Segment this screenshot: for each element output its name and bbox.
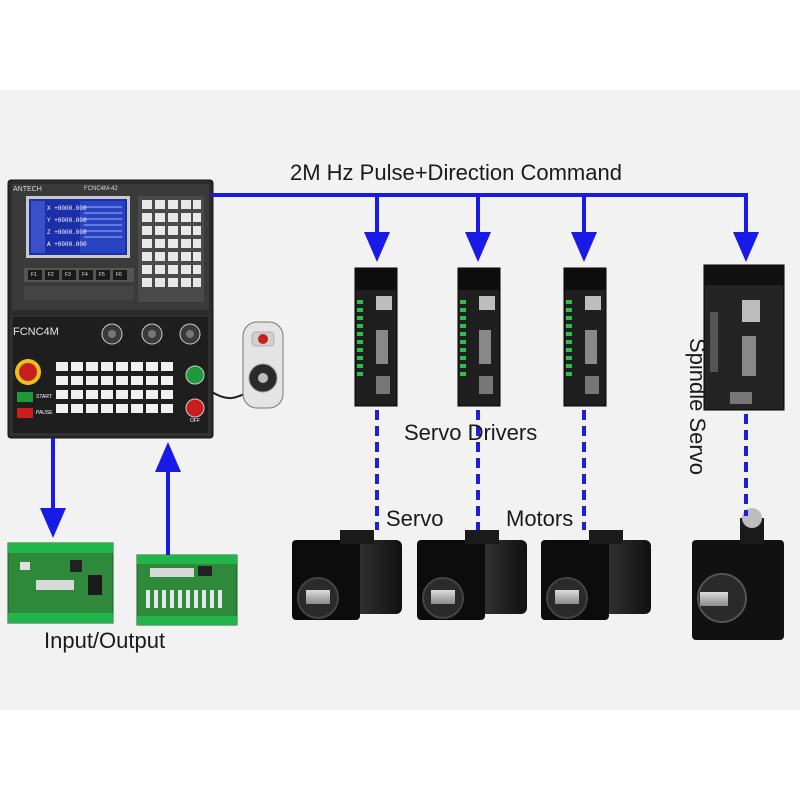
controller-brand: ANTECH <box>13 186 42 193</box>
fkey-label-4: F4 <box>82 272 88 278</box>
motors-label: Motors <box>506 506 574 531</box>
function-key[interactable] <box>45 270 59 280</box>
servo-drivers-label: Servo Drivers <box>404 420 538 445</box>
command-bus <box>211 193 748 238</box>
fkey-label-3: F3 <box>65 272 71 278</box>
screen-row-y: Y +0000.000 <box>47 217 87 224</box>
servo-driver-1 <box>354 267 398 407</box>
screen-row-z: Z +0000.000 <box>47 229 87 236</box>
fkey-label-6: F6 <box>116 272 122 278</box>
function-key[interactable] <box>62 270 76 280</box>
fkey-label-1: F1 <box>31 272 37 278</box>
pendant-stop-button[interactable] <box>258 334 268 344</box>
input-arrow <box>155 442 181 472</box>
spindle-motor <box>692 508 784 640</box>
off-button[interactable] <box>185 398 205 418</box>
handwheel-pendant <box>211 321 284 409</box>
start-label: START <box>36 394 52 400</box>
operator-buttons <box>56 362 173 413</box>
io-arrowheads <box>40 442 181 538</box>
output-board <box>136 554 238 626</box>
command-label: 2M Hz Pulse+Direction Command <box>290 160 622 185</box>
servo-motor-2 <box>417 530 527 620</box>
pause-label: PAUSE <box>36 410 53 416</box>
screen-row-x: X +0000.000 <box>47 205 87 212</box>
function-key[interactable] <box>28 270 42 280</box>
function-key[interactable] <box>113 270 127 280</box>
screen-row-a: A +0000.000 <box>47 241 87 248</box>
cnc-controller <box>7 179 214 439</box>
motor-cables <box>375 410 748 530</box>
fkey-label-5: F5 <box>99 272 105 278</box>
spindle-servo-label: Spindle Servo <box>685 338 710 475</box>
controller-code: FCNC4M-42 <box>84 186 118 192</box>
controller-model: FCNC4M <box>13 326 59 338</box>
servo-driver-3 <box>563 267 607 407</box>
emergency-stop-button[interactable] <box>19 363 37 381</box>
off-label: OFF <box>190 418 200 424</box>
servo-label: Servo <box>386 506 444 531</box>
servo-motor-1 <box>292 530 402 620</box>
pause-button[interactable] <box>17 408 33 418</box>
servo-motor-3 <box>541 530 651 620</box>
input-board <box>7 542 114 624</box>
function-key[interactable] <box>79 270 93 280</box>
function-keys <box>28 270 127 280</box>
keypad <box>138 196 204 302</box>
output-arrow <box>40 508 66 538</box>
servo-driver-2 <box>457 267 501 407</box>
io-signal-lines <box>51 438 170 555</box>
input-output-label: Input/Output <box>44 628 166 653</box>
fkey-label-2: F2 <box>48 272 54 278</box>
command-arrowheads <box>364 232 759 262</box>
start-button[interactable] <box>17 392 33 402</box>
spindle-servo-driver <box>703 264 785 411</box>
function-key[interactable] <box>96 270 110 280</box>
cycle-start-button[interactable] <box>185 365 205 385</box>
